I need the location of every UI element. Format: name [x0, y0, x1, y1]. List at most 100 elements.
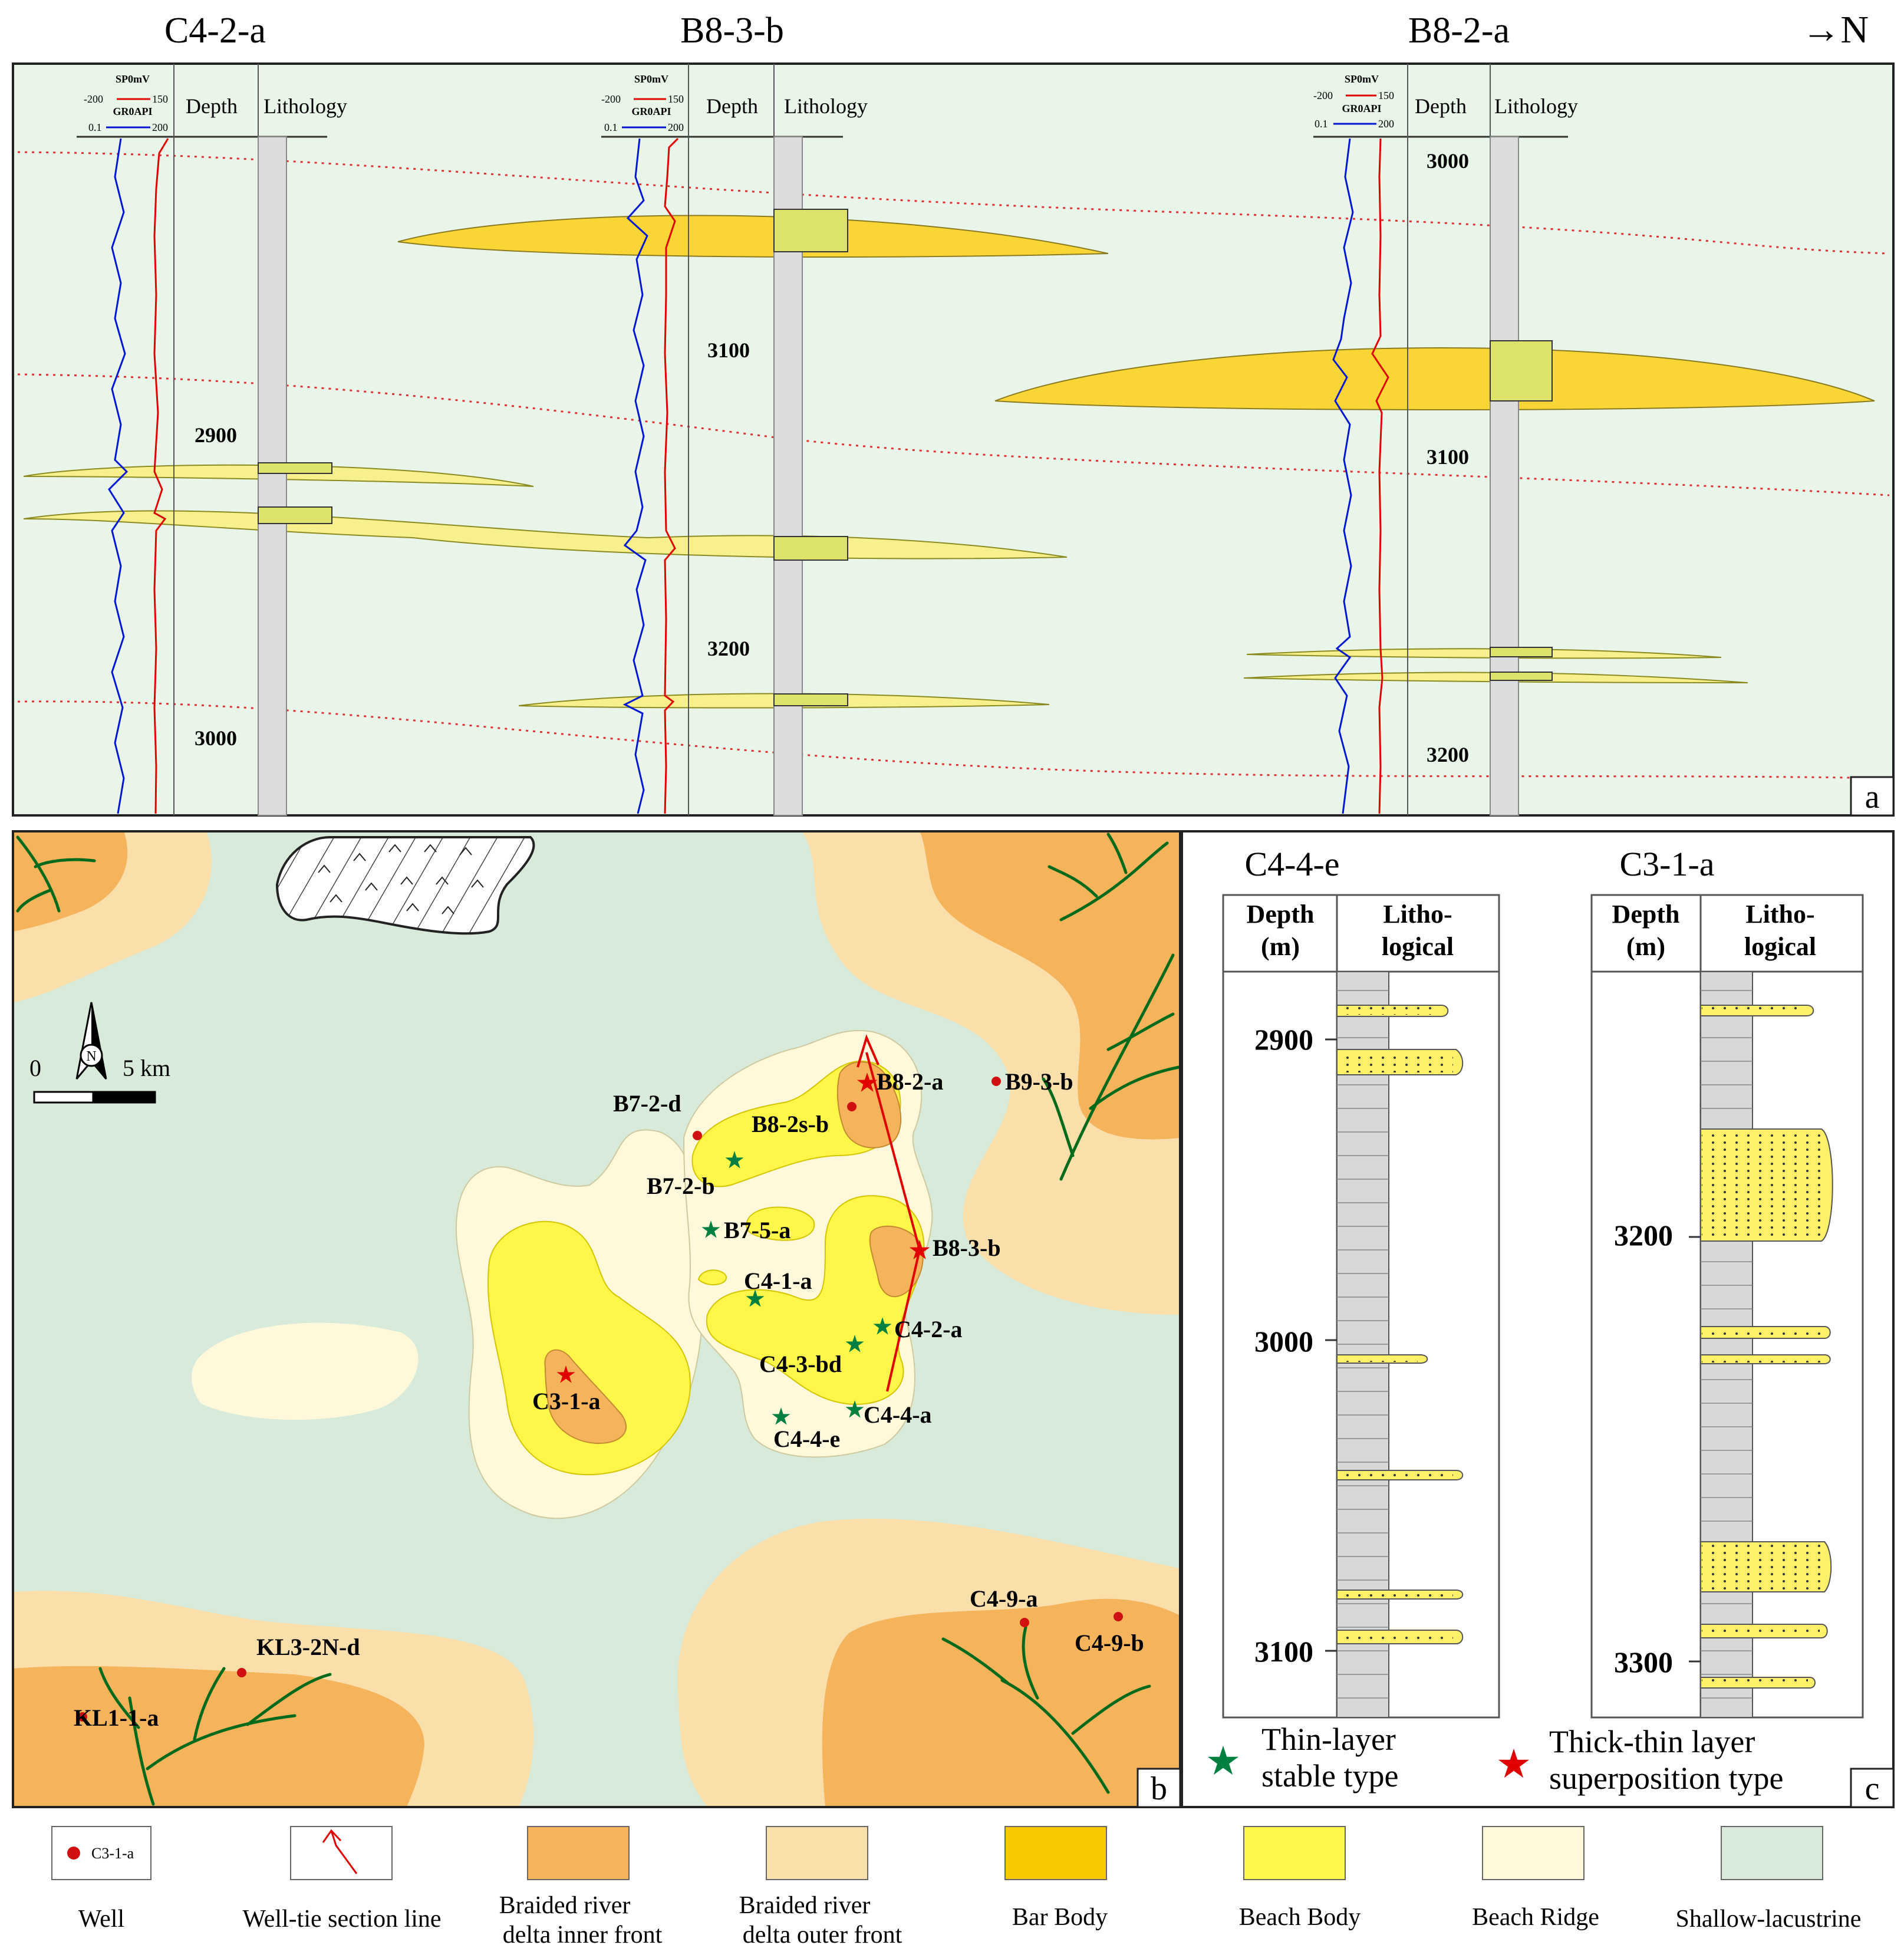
header-depth-unit: (m) [1626, 932, 1665, 961]
panel-c-label: c [1865, 1771, 1880, 1807]
well-label: B7-5-a [724, 1217, 790, 1243]
log-gr-label: GR0API [113, 106, 153, 117]
well-label: KL3-2N-d [256, 1634, 360, 1660]
beach-body-tiny [697, 1269, 727, 1286]
legend-beach-ridge-swatch [1482, 1826, 1585, 1880]
legend-bar-body-label: Bar Body [1012, 1904, 1108, 1931]
well-label: C4-3-bd [759, 1351, 842, 1377]
lithology-header: Lithology [1494, 94, 1578, 118]
map-wells: ★ B8-2-a B9-3-b B7-2-d B8-2s-b ★ B7-2-b … [74, 1068, 1144, 1731]
depth-tick: 3200 [707, 637, 750, 660]
panel-a-background [12, 62, 1895, 817]
well-label: C3-1-a [532, 1388, 601, 1414]
panel-b-label: b [1151, 1771, 1167, 1807]
log-sp-min: -200 [84, 93, 103, 105]
well-label: C4-9-a [970, 1585, 1038, 1612]
well-dot [1114, 1612, 1123, 1621]
legend-inner-front-swatch [527, 1826, 630, 1880]
star-marker-green: ★ [772, 1405, 790, 1429]
log-gr-min: 0.1 [88, 121, 102, 133]
panel-b-frame [12, 830, 1181, 1808]
header-depth: Depth [1247, 900, 1315, 929]
legend-outer-front-label-2: delta outer front [743, 1921, 902, 1949]
well-dot [237, 1668, 246, 1677]
legend-thick-line1: Thick-thin layer [1549, 1724, 1755, 1759]
well-log-b8-2-a: SP0mV -200 150 GR0API 0.1 200 Depth Lith… [1313, 64, 1578, 816]
sp-curve [153, 138, 169, 814]
depth-tick: 3100 [707, 338, 750, 362]
lithology-column [1490, 136, 1519, 816]
panel-a-well-title: B8-3-b [680, 11, 784, 51]
legend-outer-front-label: Braided river [739, 1892, 871, 1919]
sand-bed [773, 693, 848, 706]
log-sp-label: SP0mV [116, 73, 150, 85]
depth-tick: 2900 [195, 423, 237, 447]
legend-inner-front-label: Braided river [499, 1892, 631, 1919]
lithology-column [258, 136, 287, 816]
legend-beach-body-swatch [1243, 1826, 1346, 1880]
star-marker-green: ★ [845, 1332, 864, 1356]
scale-bar: 0 5 km [29, 1055, 170, 1104]
legend-thick-line2: superposition type [1549, 1760, 1783, 1796]
panel-c-label-box [1850, 1768, 1895, 1808]
well-dot [991, 1077, 1001, 1086]
panel-a: C4-2-a B8-3-b B8-2-a →N SP0mV -200 150 G… [12, 8, 1895, 817]
beach-body-west [487, 1220, 691, 1476]
log-gr-label: GR0API [632, 106, 671, 117]
lithology-header: Lithology [784, 94, 868, 118]
thick-thin-star-icon: ★ [1496, 1742, 1532, 1786]
log-gr-max: 200 [152, 121, 168, 133]
log-sp-label: SP0mV [634, 73, 668, 85]
lith-column-c4-4-e: Depth (m) Litho- logical 2900 [1222, 894, 1500, 1719]
sand-body-thick [994, 347, 1875, 410]
gr-curve [1332, 138, 1354, 814]
well-label: B9-3-b [1005, 1068, 1073, 1095]
well-label: KL1-1-a [74, 1704, 159, 1731]
rivers [16, 832, 1180, 1806]
legend-welltie-label: Well-tie section line [242, 1906, 441, 1933]
legend-bar-body-swatch [1004, 1826, 1107, 1880]
lith-column-c3-1-a: Depth (m) Litho- logical [1590, 894, 1864, 1719]
log-sp-max: 150 [668, 93, 684, 105]
sand-bed [1490, 647, 1553, 657]
scale-end: 5 km [123, 1055, 170, 1081]
log-gr-label: GR0API [1342, 103, 1382, 114]
star-marker-green: ★ [873, 1315, 892, 1338]
north-letter: N [86, 1049, 96, 1064]
bar-body-b8-3-b [869, 1225, 924, 1298]
star-marker-red: ★ [556, 1363, 575, 1387]
depth-tick: 3100 [1254, 1635, 1313, 1668]
sand-bed [258, 506, 332, 524]
panel-b-label-box [1137, 1768, 1181, 1808]
well-dot [1020, 1618, 1029, 1627]
log-gr-max: 200 [668, 121, 684, 133]
depth-tick: 3200 [1427, 743, 1469, 766]
well-label: C4-4-a [864, 1401, 932, 1428]
sand-body-thick [397, 215, 1109, 258]
star-marker-red: ★ [909, 1237, 930, 1263]
well-label: B7-2-b [647, 1173, 715, 1199]
legend-lacustrine-label: Shallow-lacustrine [1676, 1906, 1862, 1933]
bar-body-c3-1-a [544, 1349, 627, 1444]
column-title: C4-4-e [1244, 845, 1339, 883]
legend-welltie-icon [322, 1829, 358, 1874]
log-gr-max: 200 [1378, 118, 1394, 130]
panel-c: C4-4-e C3-1-a Depth (m) Litho- logical [1181, 830, 1895, 1808]
log-sp-min: -200 [601, 93, 621, 105]
panel-a-label: a [1865, 779, 1880, 815]
lithology-header: Lithology [263, 94, 347, 118]
sp-curve [664, 137, 679, 814]
well-label: B7-2-d [613, 1090, 681, 1117]
legend-beach-body-label: Beach Body [1239, 1904, 1361, 1931]
legend-thin-line1: Thin-layer [1261, 1722, 1396, 1757]
well-label: C4-1-a [744, 1268, 812, 1294]
header-lith-2: logical [1744, 932, 1816, 961]
star-marker-green: ★ [725, 1149, 744, 1172]
log-gr-min: 0.1 [604, 121, 618, 133]
well-log-b8-3-b: SP0mV -200 150 GR0API 0.1 200 Depth Lith… [601, 64, 868, 816]
log-sp-min: -200 [1313, 90, 1333, 101]
well-label: B8-2-a [877, 1068, 943, 1095]
legend-well-label: Well [78, 1906, 124, 1933]
well-label: B8-3-b [933, 1235, 1001, 1261]
hatched-body [275, 836, 535, 935]
